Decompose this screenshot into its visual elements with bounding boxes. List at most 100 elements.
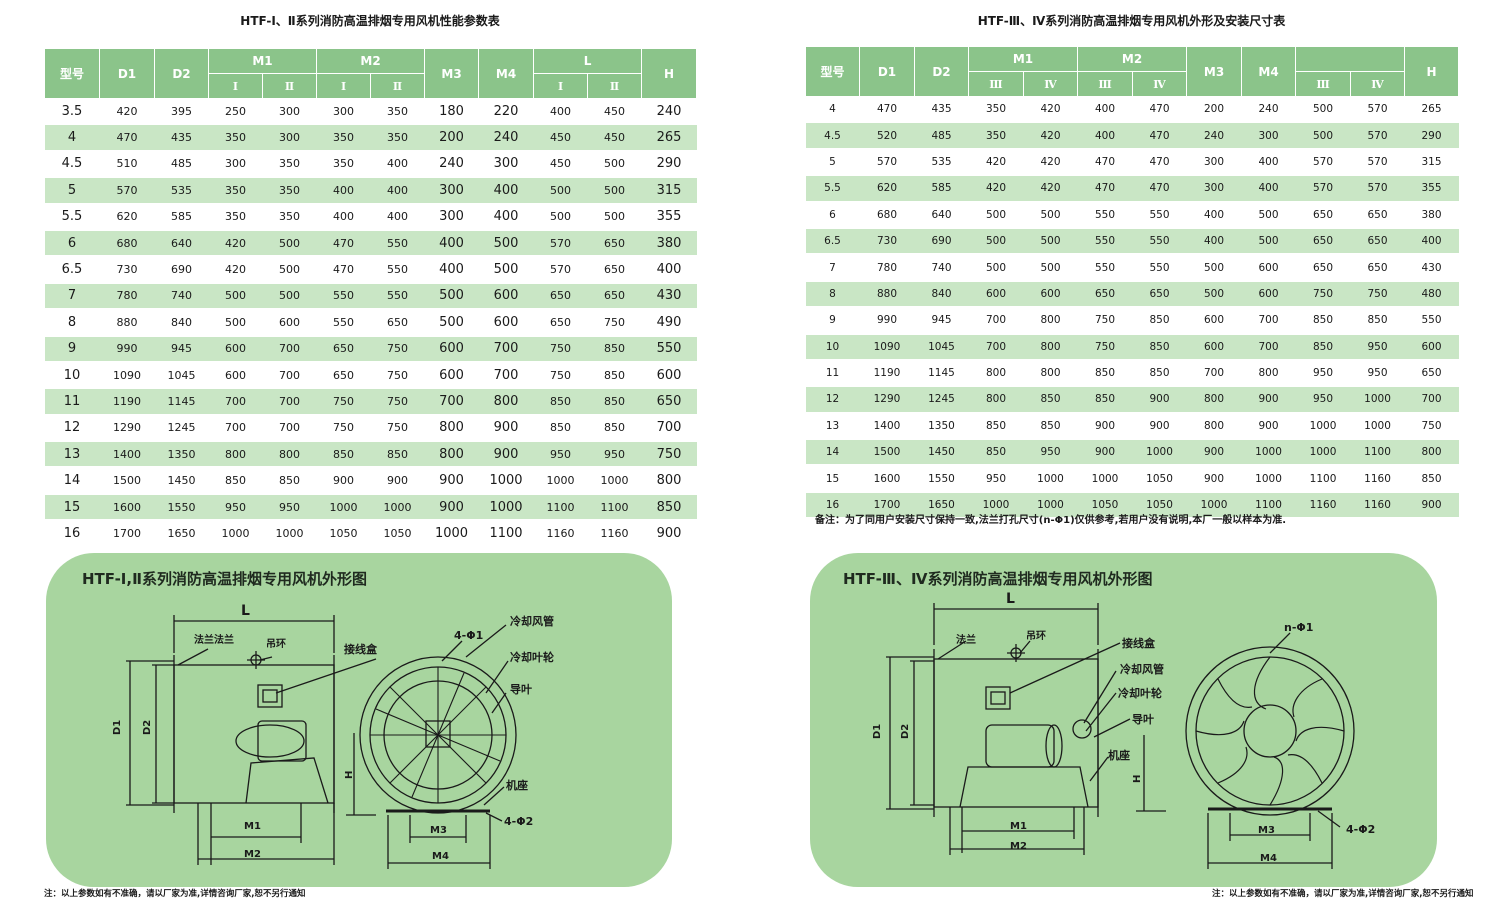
table-cell: 1350 — [914, 412, 969, 441]
table-cell: 585 — [154, 203, 209, 231]
table-cell: 750 — [370, 414, 425, 443]
table-cell: 900 — [1077, 439, 1133, 467]
table-cell: 1450 — [154, 467, 209, 495]
table-cell: 9 — [805, 307, 860, 335]
table-cell: 900 — [478, 441, 534, 469]
table-cell: 900 — [424, 467, 479, 495]
table-cell: 400 — [1186, 201, 1242, 229]
table-cell: 300 — [1241, 122, 1296, 150]
table-cell: 750 — [533, 361, 588, 390]
table-cell: 1160 — [1350, 491, 1405, 520]
table-cell: 850 — [262, 467, 317, 495]
table-cell: 700 — [262, 388, 317, 416]
table-cell: 600 — [1241, 280, 1296, 309]
table-cell: 950 — [1295, 359, 1351, 388]
table-cell: 900 — [478, 414, 534, 443]
table-cell: 800 — [1404, 439, 1459, 467]
table-cell: 1000 — [533, 467, 588, 495]
table-cell: 1100 — [1350, 439, 1405, 467]
table-cell: 1000 — [1241, 465, 1296, 493]
col-m4: M4 — [478, 48, 535, 99]
table-cell: 7 — [805, 254, 860, 282]
table-cell: 1090 — [99, 361, 155, 390]
table-cell: 945 — [914, 307, 969, 335]
col-model: 型号 — [805, 46, 860, 97]
table-cell: 800 — [1023, 359, 1078, 388]
table-cell: 8 — [44, 309, 100, 337]
table-cell: 600 — [1241, 254, 1296, 282]
col-m1-i: Ⅰ — [208, 73, 263, 99]
col-m1-iii: Ⅲ — [968, 71, 1024, 97]
dim-d1-label: D1 — [112, 720, 123, 735]
table-cell: 650 — [370, 309, 425, 337]
table-cell: 880 — [859, 280, 915, 309]
table-cell: 550 — [370, 256, 425, 284]
table-cell: 355 — [1404, 175, 1459, 203]
ring-label: 吊环 — [1026, 630, 1046, 642]
table-cell: 1700 — [859, 491, 915, 520]
col-h: H — [641, 48, 698, 99]
table-cell: 535 — [154, 177, 209, 205]
table-cell: 620 — [859, 175, 915, 203]
table-cell: 1050 — [316, 520, 371, 548]
table-cell: 240 — [641, 98, 697, 126]
table-cell: 350 — [370, 124, 425, 152]
table-cell: 570 — [859, 148, 915, 177]
table-cell: 650 — [1295, 201, 1351, 229]
table-cell: 950 — [968, 465, 1024, 493]
table-cell: 950 — [533, 441, 588, 469]
col-d2: D2 — [154, 48, 209, 99]
table-cell: 350 — [316, 150, 371, 179]
col-l-blank — [1295, 46, 1406, 72]
table-cell: 850 — [641, 493, 697, 522]
table-cell: 250 — [208, 98, 263, 126]
table-cell: 700 — [262, 335, 317, 363]
guide-vane-label: 导叶 — [1132, 712, 1154, 726]
table-cell: 650 — [1295, 227, 1351, 256]
table-cell: 15 — [805, 465, 860, 493]
table-cell: 700 — [262, 414, 317, 443]
table-cell: 850 — [587, 335, 642, 363]
col-m2-ii: Ⅱ — [370, 73, 426, 99]
table-cell: 800 — [424, 414, 479, 443]
table-cell: 550 — [1404, 307, 1459, 335]
table-cell: 1400 — [859, 412, 915, 441]
col-l-i: Ⅰ — [533, 73, 589, 99]
table-cell: 1050 — [370, 520, 425, 548]
table-cell: 900 — [1132, 386, 1187, 414]
table-cell: 500 — [262, 256, 317, 284]
table-cell: 5 — [805, 148, 860, 177]
table-cell: 400 — [1077, 122, 1133, 150]
table-cell: 730 — [99, 256, 155, 284]
table-cell: 1000 — [587, 467, 642, 495]
left-diagram-title: HTF-Ⅰ,Ⅱ系列消防高温排烟专用风机外形图 — [82, 570, 367, 588]
table-cell: 700 — [1404, 386, 1459, 414]
table-cell: 700 — [478, 361, 534, 390]
table-cell: 700 — [424, 388, 479, 416]
table-cell: 800 — [1241, 359, 1296, 388]
table-cell: 730 — [859, 227, 915, 256]
table-cell: 680 — [99, 229, 155, 258]
table-cell: 180 — [424, 98, 479, 126]
table-cell: 700 — [1186, 359, 1242, 388]
dim-m2-label: M2 — [244, 849, 261, 860]
dim-d1-label: D1 — [872, 724, 883, 739]
table-cell: 585 — [914, 175, 969, 203]
table-cell: 430 — [641, 282, 697, 311]
table-cell: 1160 — [1295, 491, 1351, 520]
table-cell: 500 — [587, 203, 642, 231]
table-cell: 500 — [587, 177, 642, 205]
table-cell: 450 — [587, 124, 642, 152]
table-cell: 1100 — [1295, 465, 1351, 493]
table-cell: 700 — [968, 307, 1024, 335]
left-table-title: HTF-Ⅰ、Ⅱ系列消防高温排烟专用风机性能参数表 — [240, 14, 500, 28]
table-cell: 850 — [316, 441, 371, 469]
table-cell: 650 — [316, 335, 371, 363]
table-cell: 1050 — [1132, 465, 1187, 493]
table-cell: 200 — [424, 124, 479, 152]
